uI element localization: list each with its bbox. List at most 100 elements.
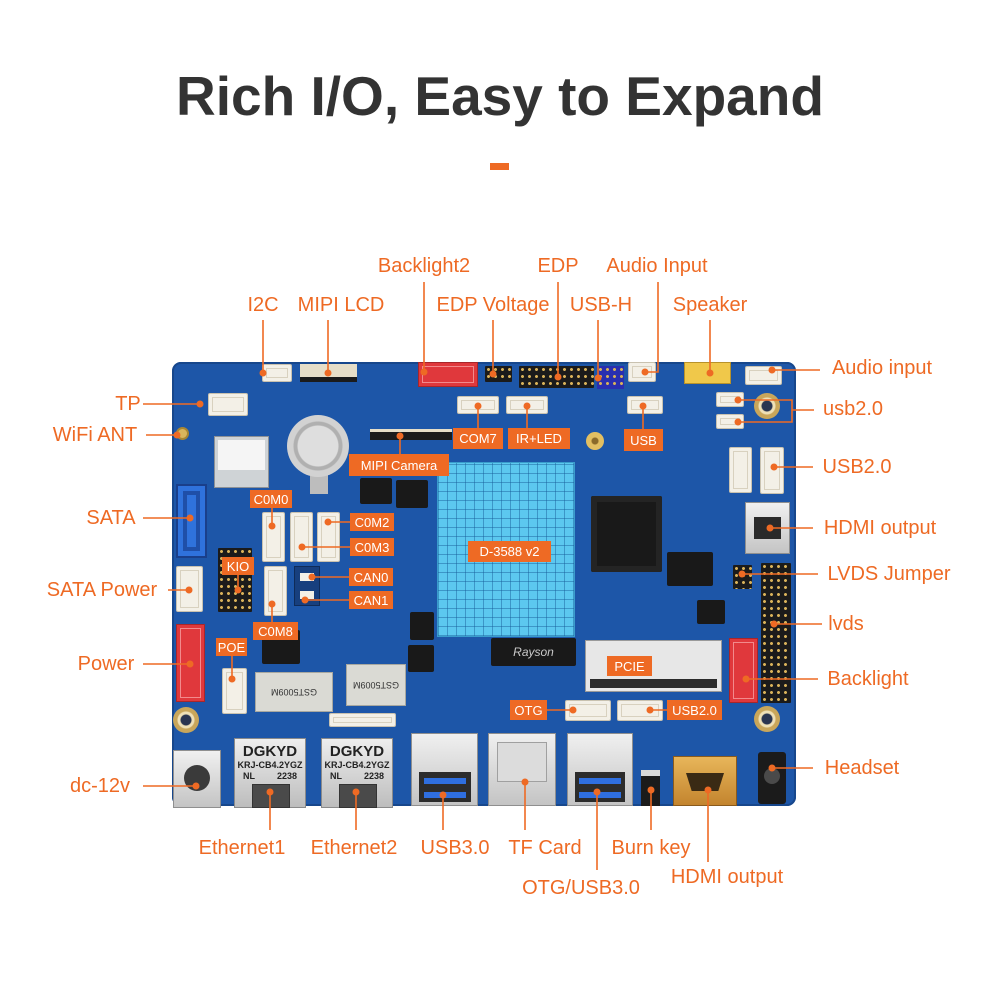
callout-otg-usb30: OTG/USB3.0	[522, 877, 640, 899]
callout-burn-key: Burn key	[611, 837, 691, 859]
edp-header	[519, 366, 594, 388]
tag-com2: C0M2	[350, 513, 394, 531]
edp-voltage-jumper	[485, 366, 512, 382]
ethernet2-code: 2238	[363, 771, 384, 781]
callout-ethernet1: Ethernet1	[198, 837, 286, 859]
tag-mipi-camera: MIPI Camera	[349, 454, 449, 476]
mounting-hole-bottom-right	[754, 706, 780, 732]
ethernet2-model: KRJ-CB4.2YGZ	[324, 760, 390, 770]
title-accent-dash	[490, 163, 509, 170]
magnetics-transformer-1: GST5009M	[255, 672, 333, 712]
can-connector-area	[294, 566, 320, 606]
mounting-hole-bottom-left	[173, 707, 199, 733]
audio-input-connector-right	[745, 366, 782, 385]
callout-mipi-lcd: MIPI LCD	[297, 294, 385, 316]
ethernet2-jack: DGKYD KRJ-CB4.2YGZ NL 2238	[321, 738, 393, 808]
tag-soc-model: D-3588 v2	[468, 541, 551, 562]
ethernet2-lot: NL	[330, 771, 342, 781]
tag-usb: USB	[624, 429, 663, 451]
callout-usb20-pair: usb2.0	[822, 398, 884, 420]
otg-connector	[565, 700, 611, 721]
processor-chip	[591, 496, 662, 572]
callout-usb30: USB3.0	[420, 837, 490, 859]
rayson-chip: Rayson	[491, 638, 576, 666]
chip-3	[410, 612, 434, 640]
hdmi-output-side-port	[745, 502, 790, 554]
otg-usb30-port	[567, 733, 633, 806]
wifi-module	[214, 436, 269, 488]
lvds-header	[761, 563, 791, 703]
ethernet1-port-opening	[252, 784, 290, 808]
com7-connector	[457, 396, 499, 414]
ethernet1-brand: DGKYD	[242, 743, 298, 760]
callout-audio-input-top: Audio Input	[606, 255, 708, 277]
callout-lvds: lvds	[828, 613, 864, 635]
tag-com7: COM7	[453, 428, 503, 449]
chip-1	[360, 478, 392, 504]
chip-4	[408, 645, 434, 672]
hdmi-output-port	[673, 756, 737, 806]
buzzer	[586, 432, 604, 450]
mounting-hole-top-right	[754, 393, 780, 419]
chip-2	[396, 480, 428, 508]
callout-tp: TP	[115, 393, 141, 415]
fpc-connector	[329, 713, 396, 727]
callout-speaker: Speaker	[672, 294, 748, 316]
dc-power-jack	[173, 750, 221, 808]
tag-can1: CAN1	[349, 591, 393, 609]
tag-com0: C0M0	[250, 490, 292, 508]
com8-connector	[264, 566, 287, 616]
callout-power: Power	[77, 653, 135, 675]
callout-hdmi-output-side: HDMI output	[823, 517, 937, 539]
callout-headset: Headset	[824, 757, 900, 779]
usb20-connector-2	[716, 414, 744, 429]
poe-connector	[222, 668, 247, 714]
page-title: Rich I/O, Easy to Expand	[176, 65, 824, 127]
sata-power-connector	[176, 566, 203, 612]
tag-com8: C0M8	[253, 622, 298, 640]
ethernet1-code: 2238	[276, 771, 297, 781]
burn-key-button	[641, 770, 660, 806]
tag-poe: POE	[216, 638, 247, 656]
lvds-jumper	[733, 565, 752, 589]
headset-jack	[758, 752, 786, 804]
mipi-lcd-connector	[300, 364, 357, 382]
tag-com3: C0M3	[350, 538, 394, 556]
callout-wifi-ant: WiFi ANT	[52, 424, 138, 446]
usb-connector	[627, 396, 663, 414]
callout-i2c: I2C	[247, 294, 279, 316]
leader-audio-input-top-line	[645, 282, 659, 373]
callout-lvds-jumper: LVDS Jumper	[827, 563, 951, 585]
magnetics-transformer-2: GST5009M	[346, 664, 406, 706]
usb20-connector-inner	[617, 700, 663, 721]
com3-connector	[290, 512, 313, 562]
chip-5	[667, 552, 713, 586]
magnetics-label-2: GST5009M	[352, 680, 400, 690]
tf-card-slot	[488, 733, 556, 806]
audio-input-connector-top	[628, 362, 656, 382]
ethernet2-port-opening	[339, 784, 377, 808]
tag-usb20: USB2.0	[667, 700, 722, 720]
tag-pcie: PCIE	[607, 656, 652, 676]
com2-connector	[317, 512, 340, 562]
magnetics-label-1: GST5009M	[270, 687, 318, 697]
tp-connector	[208, 393, 248, 416]
power-connector	[176, 624, 205, 702]
callout-sata: SATA	[86, 507, 136, 529]
i2c-connector	[262, 364, 292, 382]
tag-ir-led: IR+LED	[508, 428, 570, 449]
callout-usb20-right: USB2.0	[822, 456, 892, 478]
ethernet2-brand: DGKYD	[329, 743, 385, 760]
coin-cell-battery	[287, 415, 349, 477]
usb20-vertical-connector-1	[729, 447, 752, 493]
usb20-connector-1	[716, 392, 744, 407]
backlight-connector	[729, 638, 758, 703]
chip-6	[697, 600, 725, 624]
ir-led-connector	[506, 396, 548, 414]
callout-sata-power: SATA Power	[46, 579, 158, 601]
callout-edp-voltage: EDP Voltage	[436, 294, 550, 316]
sata-connector	[176, 484, 207, 558]
callout-hdmi-output-bottom: HDMI output	[670, 866, 784, 888]
pcie-slot	[585, 640, 722, 692]
